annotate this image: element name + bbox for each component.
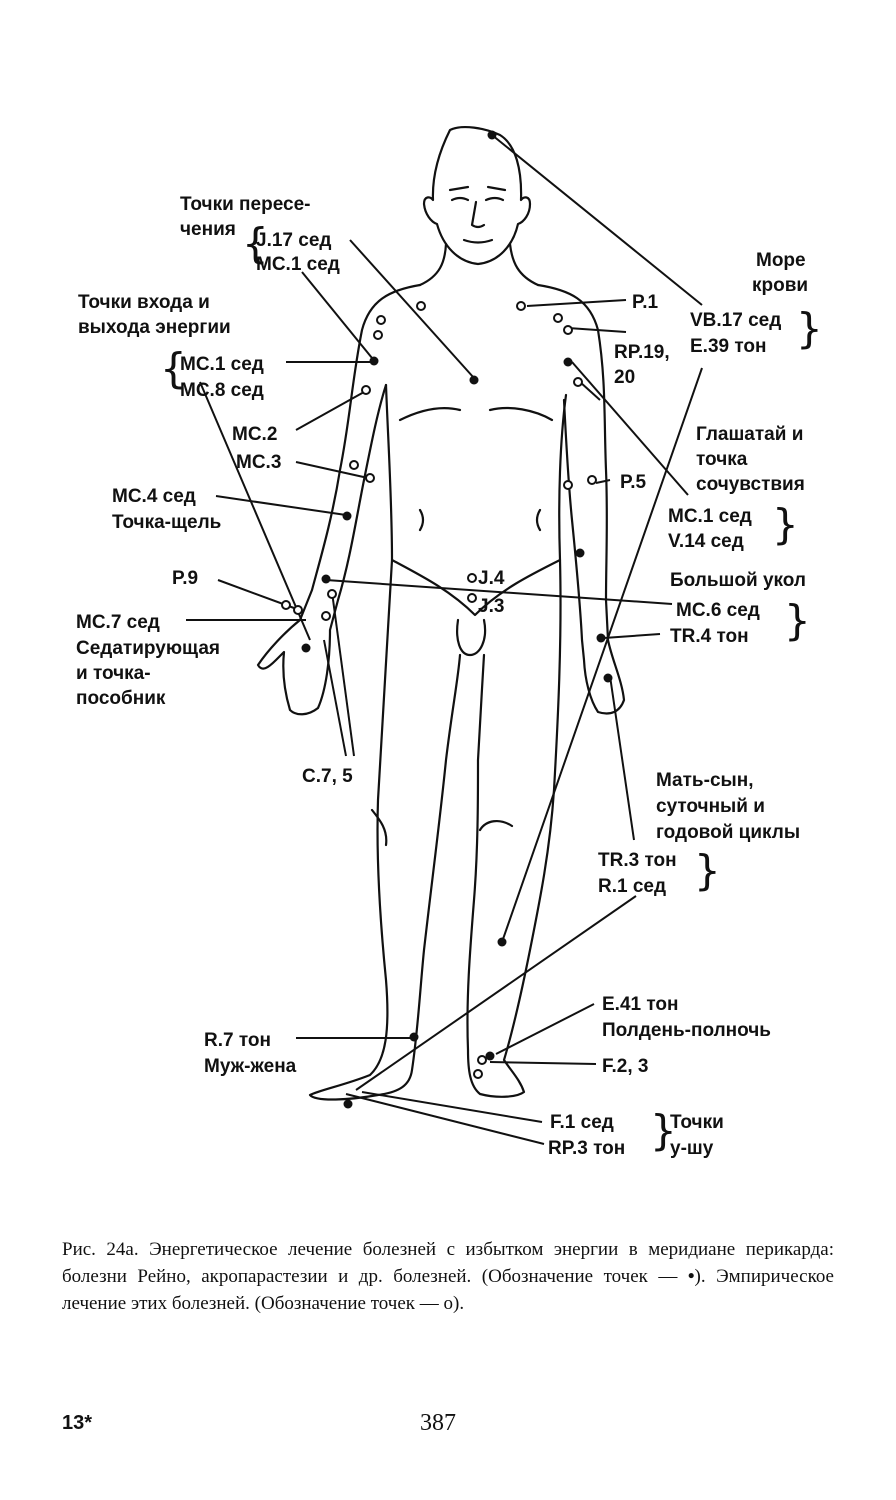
brace-herald: } (772, 500, 799, 549)
acupuncture-body-diagram (186, 125, 703, 1145)
label-rp19-1: RP.19, (614, 342, 670, 363)
point-e41 (485, 1051, 495, 1061)
caption-part2: ). Эмпирическое лечение этих болезней. (… (62, 1266, 834, 1314)
point-e39 (497, 937, 507, 947)
label-f1: F.1 сед (550, 1112, 614, 1133)
label-intersection-2: чения (180, 219, 236, 240)
point-mc1-right (563, 357, 573, 367)
brace-entry-exit: { (160, 344, 187, 393)
label-mother-son-1: Мать-сын, (656, 770, 754, 791)
point-mc1-left (369, 356, 379, 366)
torso-outline (384, 383, 568, 617)
label-p1: P.1 (632, 292, 659, 313)
label-herald-1: Глашатай и (696, 424, 804, 445)
label-big-prick: Большой укол (670, 570, 806, 591)
label-intersection-1: Точки пересе- (180, 194, 311, 215)
label-mc4: MC.4 сед (112, 486, 196, 507)
label-mc3: MC.3 (236, 452, 282, 473)
label-mc1-b: MC.1 сед (180, 354, 264, 375)
label-rp19-2: 20 (614, 367, 636, 388)
brace-mother-son: } (694, 846, 721, 895)
label-r7: R.7 тон (204, 1030, 271, 1051)
label-mc2: MC.2 (232, 424, 278, 445)
label-mc1-c: MC.1 сед (668, 506, 752, 527)
label-tr3: TR.3 тон (598, 850, 677, 871)
label-e41: E.41 тон (602, 994, 679, 1015)
brace-sea-blood: } (796, 304, 823, 353)
page-number: 387 (420, 1410, 456, 1436)
left-arm-outline (256, 283, 422, 716)
label-entry-exit-2: выхода энергии (78, 317, 231, 338)
label-husband-wife: Муж-жена (204, 1056, 297, 1077)
figure-caption: Рис. 24а. Энергетическое лечение болезне… (62, 1236, 834, 1317)
label-mc8: MC.8 сед (180, 380, 264, 401)
filled-points (301, 130, 613, 1109)
label-r1: R.1 сед (598, 876, 667, 897)
label-mc6: MC.6 сед (676, 600, 760, 621)
label-sea-blood-1: Море (756, 250, 806, 271)
right-leg-outline (466, 558, 562, 1098)
label-wushu-2: у-шу (670, 1138, 714, 1159)
point-mc7 (301, 643, 311, 653)
label-vb17: VB.17 сед (690, 310, 782, 331)
label-p9: P.9 (172, 568, 199, 589)
caption-part1: Рис. 24а. Энергетическое лечение болезне… (62, 1239, 834, 1287)
leader-lines (186, 134, 703, 1145)
label-p5: P.5 (620, 472, 647, 493)
open-points (281, 301, 597, 1079)
point-r7 (409, 1032, 419, 1042)
caption-part3: ). (453, 1293, 465, 1314)
point-v14 (575, 548, 585, 558)
label-sedative-2: и точка- (76, 663, 151, 684)
label-noon-midnight: Полдень-полночь (602, 1020, 771, 1041)
caption-open-symbol: о (443, 1293, 454, 1314)
label-herald-3: сочувствия (696, 474, 805, 495)
label-sea-blood-2: крови (752, 275, 809, 296)
label-j4: J.4 (478, 568, 505, 589)
point-r1 (343, 1099, 353, 1109)
brace-intersection: { (242, 219, 269, 268)
left-leg-outline (308, 558, 462, 1101)
label-mc7: MC.7 сед (76, 612, 160, 633)
label-entry-exit-1: Точки входа и (78, 292, 210, 313)
right-arm-outline (536, 283, 626, 715)
label-rp3: RP.3 тон (548, 1138, 626, 1159)
label-gap-point: Точка-щель (112, 512, 222, 533)
point-tr4 (596, 633, 606, 643)
label-f23: F.2, 3 (602, 1056, 649, 1077)
caption-filled-symbol: • (687, 1266, 695, 1287)
label-sedative-3: пособник (76, 688, 166, 709)
head-outline (422, 125, 532, 266)
brace-big-prick: } (784, 596, 811, 645)
label-mother-son-3: годовой циклы (656, 822, 801, 843)
label-e39: E.39 тон (690, 336, 767, 357)
label-tr4: TR.4 тон (670, 626, 749, 647)
label-mc1-a: MC.1 сед (256, 254, 340, 275)
label-wushu-1: Точки (670, 1112, 724, 1133)
signature-mark: 13* (62, 1412, 93, 1434)
label-v14: V.14 сед (668, 531, 744, 552)
point-mc6 (321, 574, 331, 584)
label-j3: J.3 (478, 596, 505, 617)
label-j17: J.17 сед (256, 230, 332, 251)
label-c75: C.7, 5 (302, 766, 353, 787)
point-mc4 (342, 511, 352, 521)
label-herald-2: точка (696, 449, 748, 470)
label-sedative-1: Седатирующая (76, 638, 220, 659)
point-j17 (469, 375, 479, 385)
point-tr3 (603, 673, 613, 683)
brace-wushu: } (650, 1106, 677, 1155)
label-mother-son-2: суточный и (656, 796, 765, 817)
point-vb17 (487, 130, 497, 140)
